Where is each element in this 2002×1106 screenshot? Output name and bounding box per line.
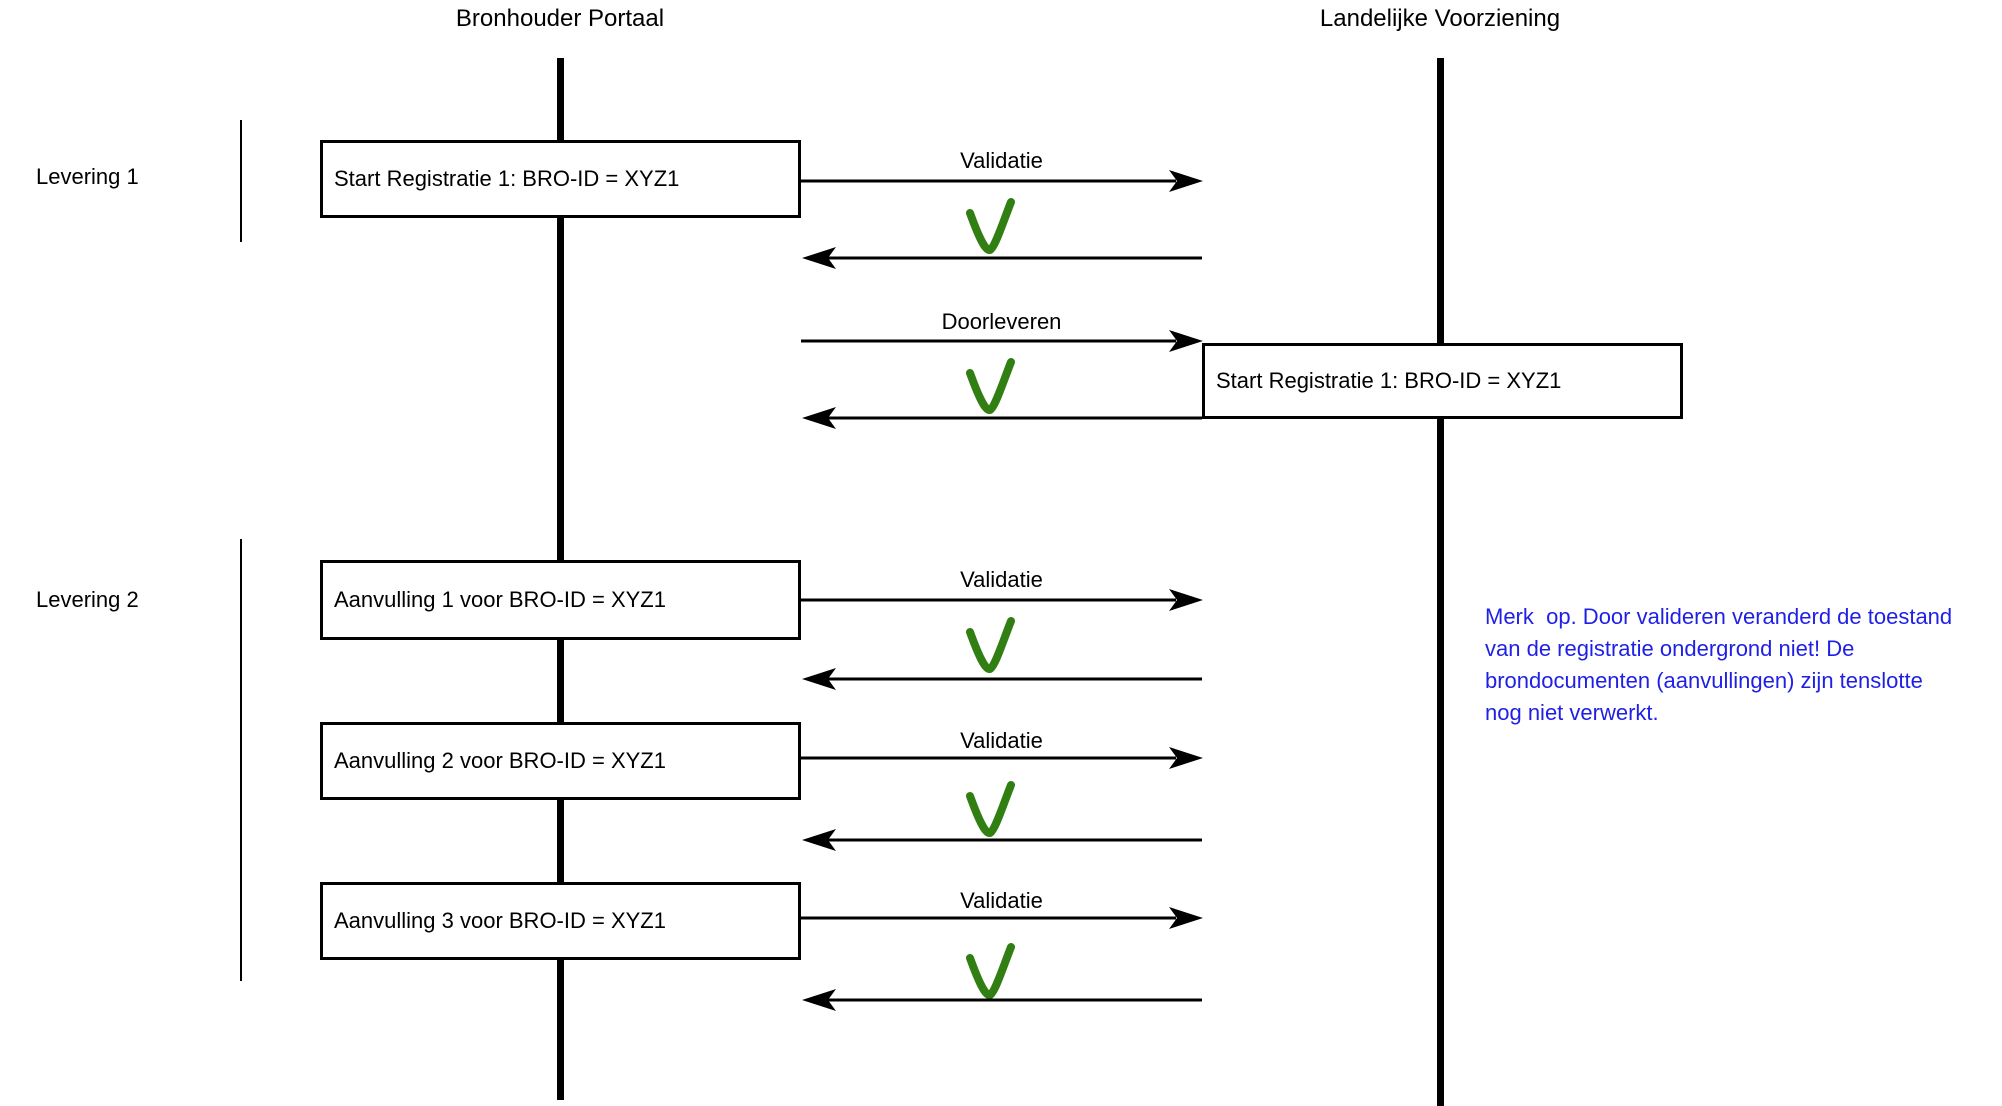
box-aanvulling-2-label: Aanvulling 2 voor BRO-ID = XYZ1 [334, 748, 666, 773]
arrow-right-validatie-3 [801, 747, 1203, 769]
arrow-left-validatie-3 [802, 829, 1202, 851]
group-bracket-levering-1 [240, 120, 242, 242]
box-start-registratie-portaal: Start Registratie 1: BRO-ID = XYZ1 [320, 140, 801, 218]
validation-success-check-icon [966, 943, 1015, 999]
column-header-landelijke-voorziening: Landelijke Voorziening [1319, 5, 1561, 32]
arrow-left-validatie-2 [802, 668, 1202, 690]
box-aanvulling-3: Aanvulling 3 voor BRO-ID = XYZ1 [320, 882, 801, 960]
box-aanvulling-2: Aanvulling 2 voor BRO-ID = XYZ1 [320, 722, 801, 800]
arrow-left-validatie-4 [802, 989, 1202, 1011]
validation-success-check-icon [966, 198, 1015, 254]
lifeline-landelijke-voorziening [1437, 58, 1444, 1106]
arrow-left-doorleveren [802, 407, 1202, 429]
group-label-levering-1: Levering 1 [36, 164, 139, 189]
arrow-right-validatie-2 [801, 589, 1203, 611]
annotation-note: Merk op. Door valideren veranderd de toe… [1485, 604, 1953, 725]
group-label-levering-2: Levering 2 [36, 587, 139, 612]
validation-success-check-icon [966, 781, 1015, 837]
message-label-validatie-4: Validatie [960, 888, 1043, 913]
message-label-doorleveren: Doorleveren [941, 309, 1062, 334]
arrow-right-doorleveren [801, 330, 1203, 352]
group-bracket-levering-2 [240, 539, 242, 981]
box-start-registratie-lv: Start Registratie 1: BRO-ID = XYZ1 [1202, 343, 1683, 419]
arrow-left-validatie-1 [802, 247, 1202, 269]
validation-success-check-icon [966, 358, 1015, 414]
arrow-right-validatie-1 [801, 170, 1203, 192]
message-label-validatie-2: Validatie [960, 567, 1043, 592]
column-header-bronhouder-portaal: Bronhouder Portaal [455, 5, 665, 32]
message-label-validatie-1: Validatie [960, 148, 1043, 173]
box-aanvulling-1: Aanvulling 1 voor BRO-ID = XYZ1 [320, 560, 801, 640]
message-label-validatie-3: Validatie [960, 728, 1043, 753]
box-aanvulling-3-label: Aanvulling 3 voor BRO-ID = XYZ1 [334, 908, 666, 933]
box-start-registratie-portaal-label: Start Registratie 1: BRO-ID = XYZ1 [334, 166, 680, 191]
box-aanvulling-1-label: Aanvulling 1 voor BRO-ID = XYZ1 [334, 587, 666, 612]
validation-success-check-icon [966, 617, 1015, 673]
box-start-registratie-lv-label: Start Registratie 1: BRO-ID = XYZ1 [1216, 368, 1562, 393]
arrow-right-validatie-4 [801, 907, 1203, 929]
